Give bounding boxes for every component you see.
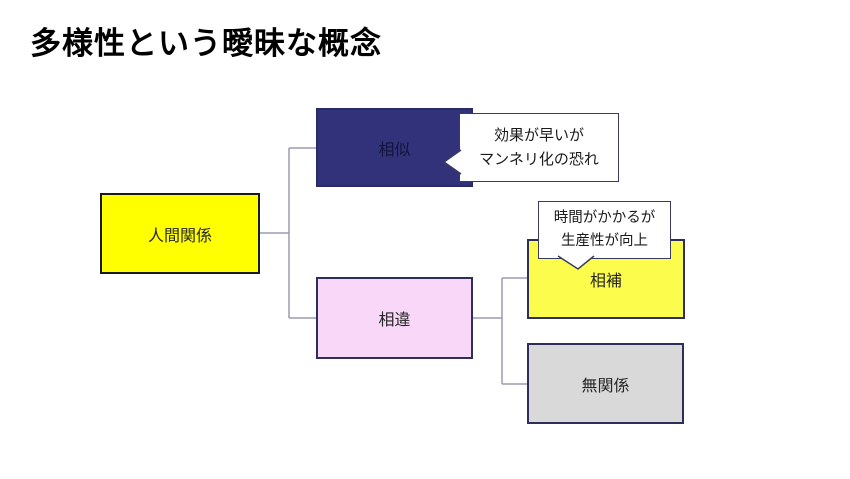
tree-connector-left — [260, 147, 316, 319]
callout-souho: 時間がかかるが 生産性が向上 — [538, 201, 671, 259]
callout-line: マンネリ化の恐れ — [479, 150, 599, 168]
node-mukankei: 無関係 — [527, 343, 684, 424]
node-ningen-kankei: 人間関係 — [100, 193, 260, 274]
node-label: 無関係 — [581, 377, 630, 395]
node-soui: 相違 — [316, 277, 473, 359]
tree-connector-right — [473, 277, 527, 385]
node-label: 相補 — [589, 273, 622, 290]
node-label: 相違 — [378, 312, 411, 329]
callout-souji: 効果が早いが マンネリ化の恐れ — [459, 113, 619, 182]
callout-line: 生産性が向上 — [561, 233, 648, 249]
callout-line: 時間がかかるが — [553, 209, 656, 226]
node-label: 相似 — [378, 141, 411, 159]
callout-line: 効果が早いが — [493, 126, 584, 144]
slide-title: 多様性という曖昧な概念 — [30, 26, 382, 61]
node-label: 人間関係 — [147, 227, 212, 245]
node-souji: 相似 — [316, 108, 473, 187]
